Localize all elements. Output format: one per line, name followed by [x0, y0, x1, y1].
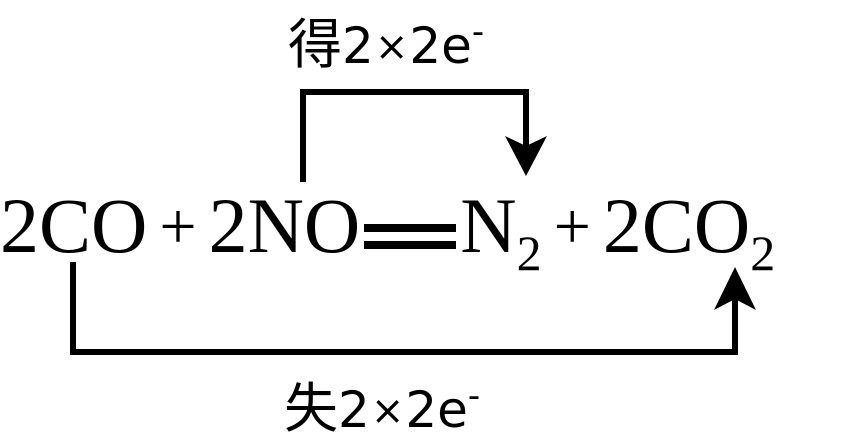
loss-negative-charge-superscript: -: [467, 376, 481, 416]
gain-negative-charge-superscript: -: [471, 12, 485, 52]
plus-sign-icon: +: [159, 190, 197, 263]
loss-electron-term: 2e: [405, 381, 468, 439]
gain-annotation-label: 得2×2e-: [288, 2, 484, 77]
product-nitrogen: N: [460, 182, 517, 269]
reactant-nitric-oxide: 2NO: [208, 182, 361, 269]
gain-bracket-connector: [300, 89, 547, 182]
gain-count: 2: [342, 17, 374, 75]
multiplication-sign-icon: ×: [370, 388, 405, 434]
plus-sign-icon: +: [553, 190, 591, 263]
gain-electron-term: 2e: [409, 17, 472, 75]
product-nitrogen-subscript: 2: [516, 225, 542, 281]
loss-count: 2: [338, 381, 370, 439]
gain-arrowhead-icon: [505, 136, 547, 176]
loss-bracket-connector: [70, 262, 756, 355]
loss-annotation-label: 失2×2e-: [284, 366, 480, 441]
gain-verb-character: 得: [288, 13, 342, 76]
loss-verb-character: 失: [284, 377, 338, 440]
gain-bracket-path: [300, 89, 529, 182]
reactant-carbon-monoxide: 2CO: [0, 182, 148, 269]
product-carbon-dioxide: 2CO: [602, 182, 751, 269]
multiplication-sign-icon: ×: [374, 24, 409, 70]
equals-sign-icon: [362, 202, 458, 258]
product-carbon-dioxide-subscript: 2: [750, 225, 776, 281]
loss-bracket-path: [70, 262, 738, 355]
